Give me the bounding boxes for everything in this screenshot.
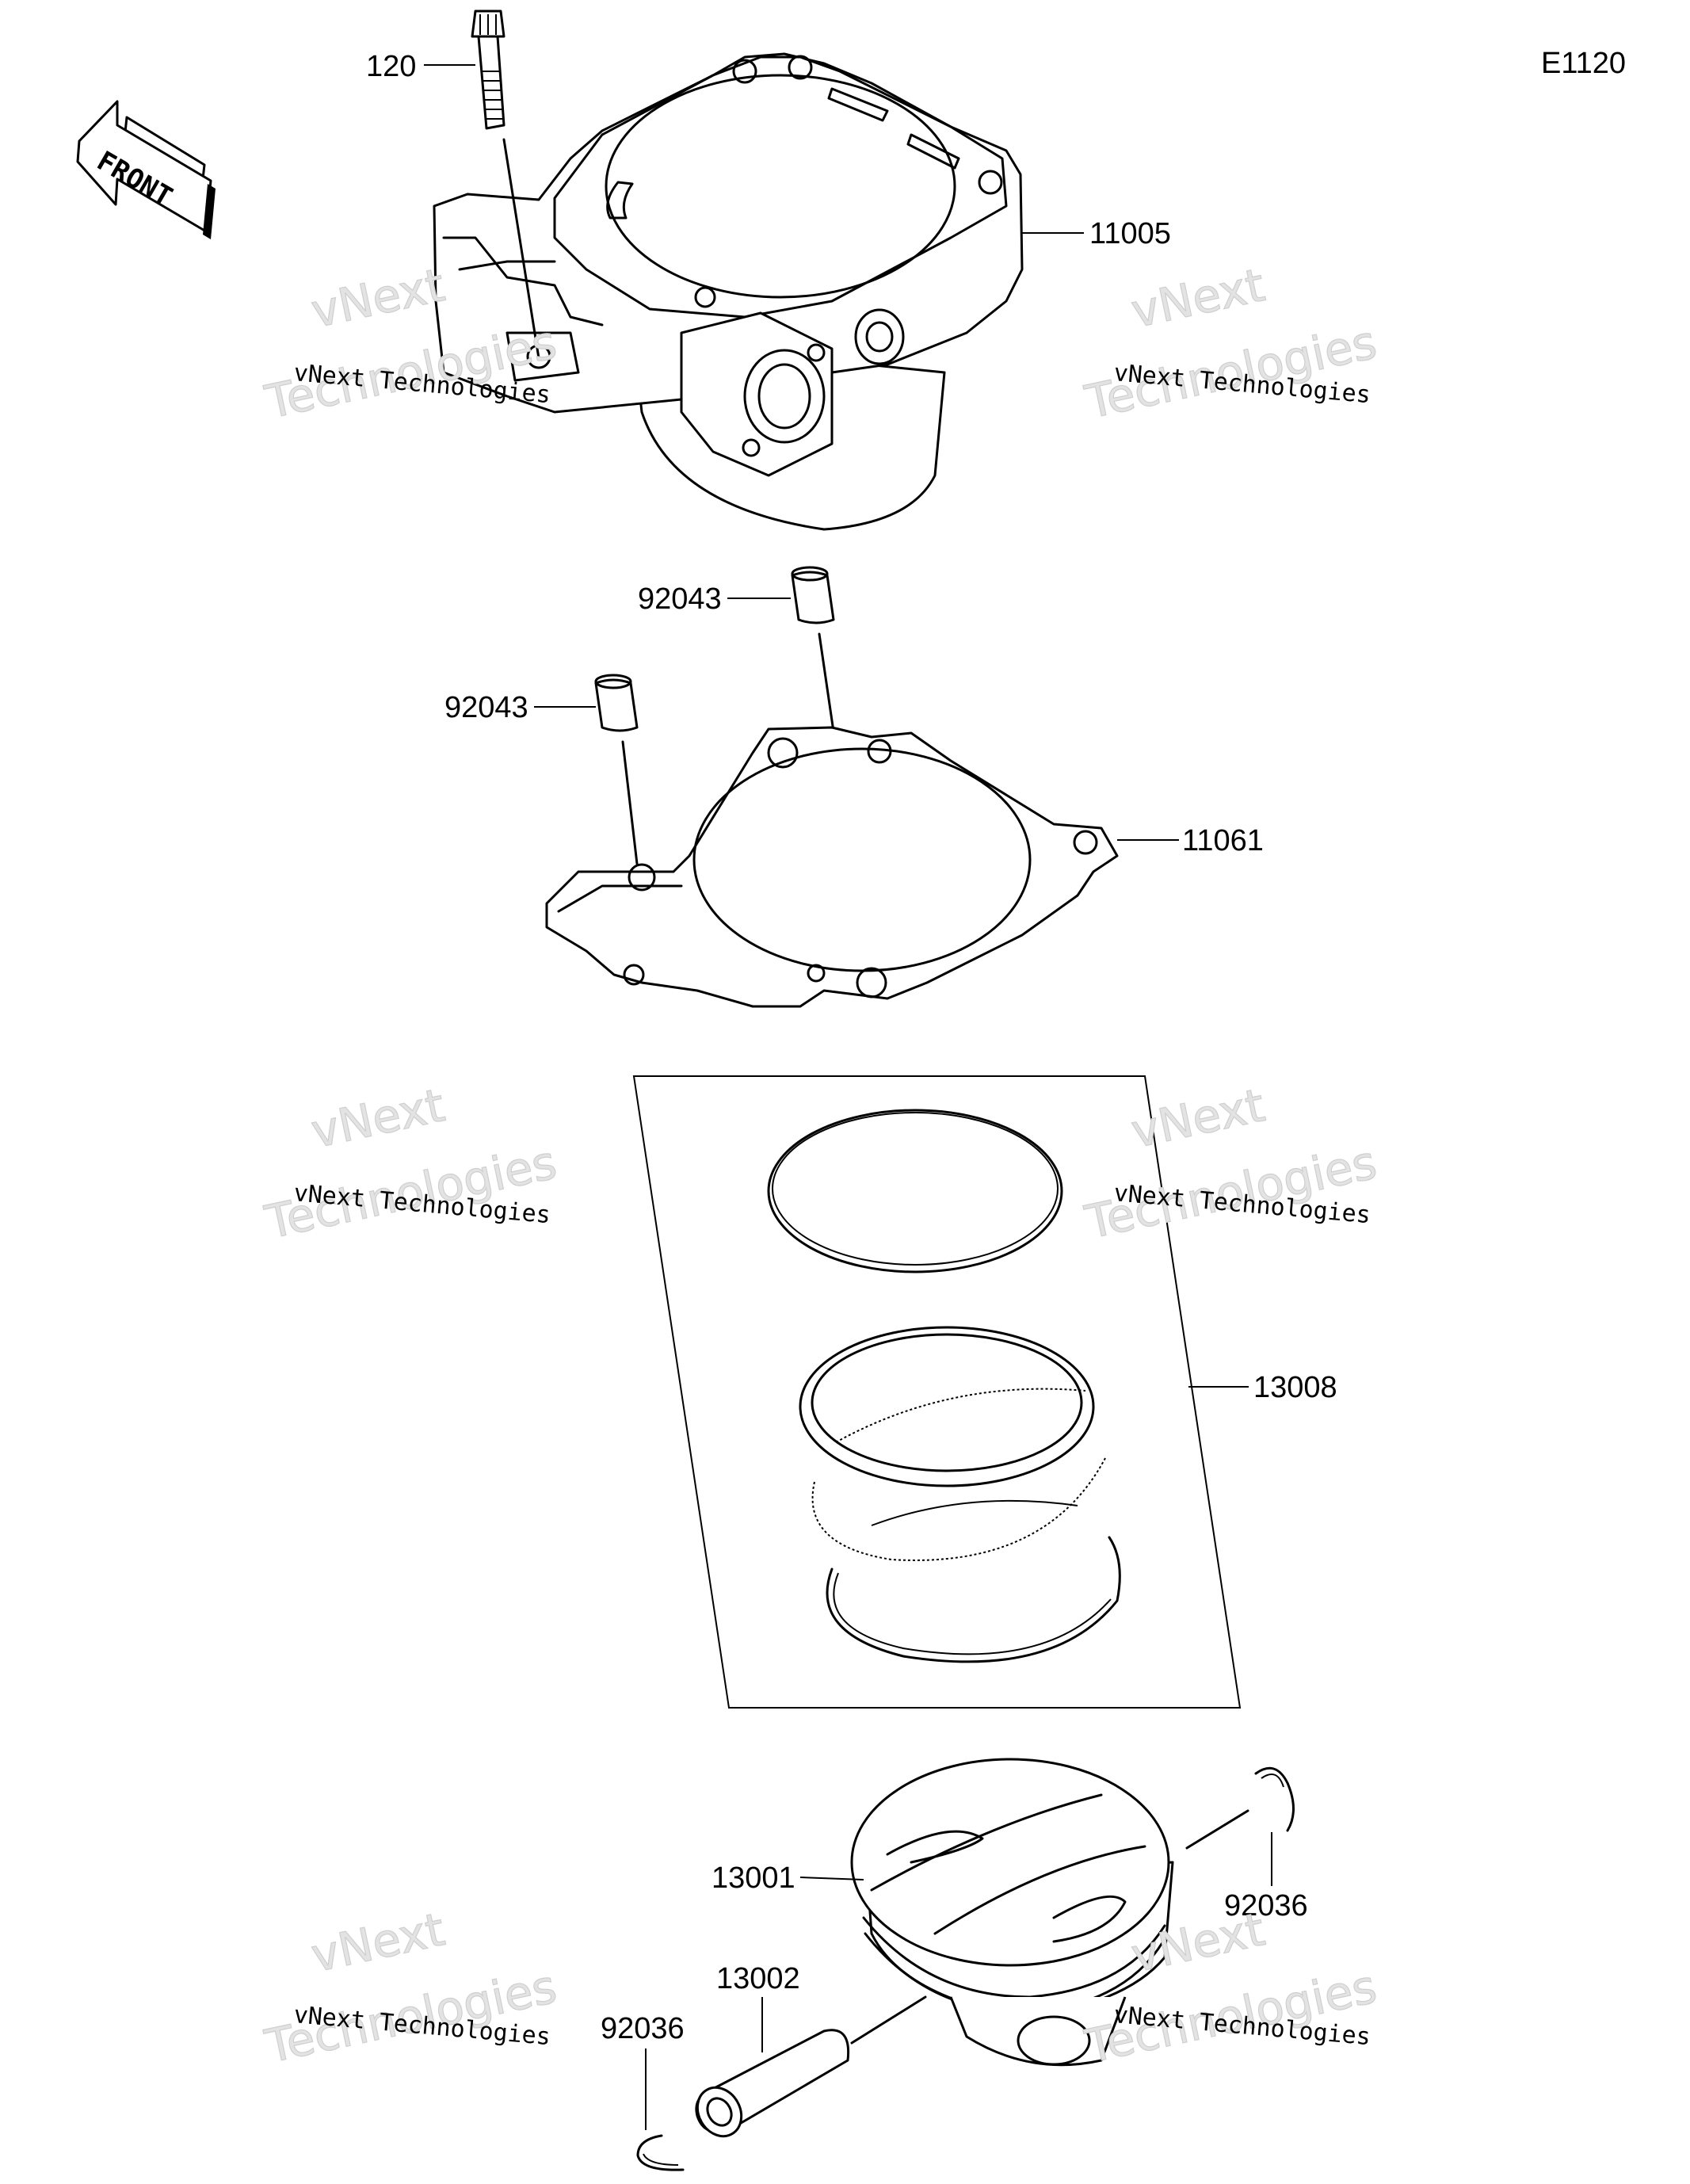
svg-text:92036: 92036 [1224, 1889, 1308, 1922]
svg-text:vNext: vNext [1127, 258, 1269, 338]
svg-text:92043: 92043 [444, 691, 528, 724]
diagram-code: E1120 [1541, 47, 1626, 80]
circlip-left-drawing [636, 2134, 685, 2171]
svg-text:13008: 13008 [1253, 1371, 1337, 1404]
svg-text:92043: 92043 [638, 582, 722, 616]
svg-text:11061: 11061 [1182, 824, 1264, 857]
gasket-drawing [545, 726, 1119, 1008]
front-arrow-icon: FRONT [76, 100, 216, 239]
svg-text:13001: 13001 [711, 1861, 795, 1895]
label-gasket: 11061 [1117, 824, 1264, 857]
bolt-drawing [471, 10, 540, 360]
label-piston: 13001 [711, 1861, 864, 1895]
svg-text:13002: 13002 [716, 1962, 800, 1995]
svg-text:vNext: vNext [307, 1902, 449, 1983]
svg-text:vNext: vNext [307, 258, 449, 338]
svg-text:vNext: vNext [307, 1078, 449, 1159]
label-dowel-upper: 92043 [638, 582, 791, 616]
cylinder-drawing [433, 52, 1024, 531]
svg-text:92036: 92036 [601, 2012, 685, 2045]
ring-set-drawing [632, 1075, 1242, 1709]
piston-drawing [850, 1758, 1174, 2067]
piston-pin-drawing [695, 1995, 927, 2138]
label-dowel-lower: 92043 [444, 691, 596, 724]
svg-text:11005: 11005 [1089, 217, 1171, 250]
label-circlip-left: 92036 [601, 2012, 685, 2130]
dowel-lower-drawing [594, 674, 639, 865]
label-piston-pin: 13002 [716, 1962, 800, 2052]
circlip-right-drawing [1185, 1766, 1295, 1850]
label-ring-set: 13008 [1188, 1371, 1337, 1404]
svg-text:120: 120 [366, 50, 416, 83]
label-circlip-right: 92036 [1224, 1832, 1308, 1922]
svg-text:vNext: vNext [1127, 1078, 1269, 1159]
label-bolt: 120 [366, 50, 475, 83]
label-cylinder: 11005 [1022, 217, 1171, 250]
